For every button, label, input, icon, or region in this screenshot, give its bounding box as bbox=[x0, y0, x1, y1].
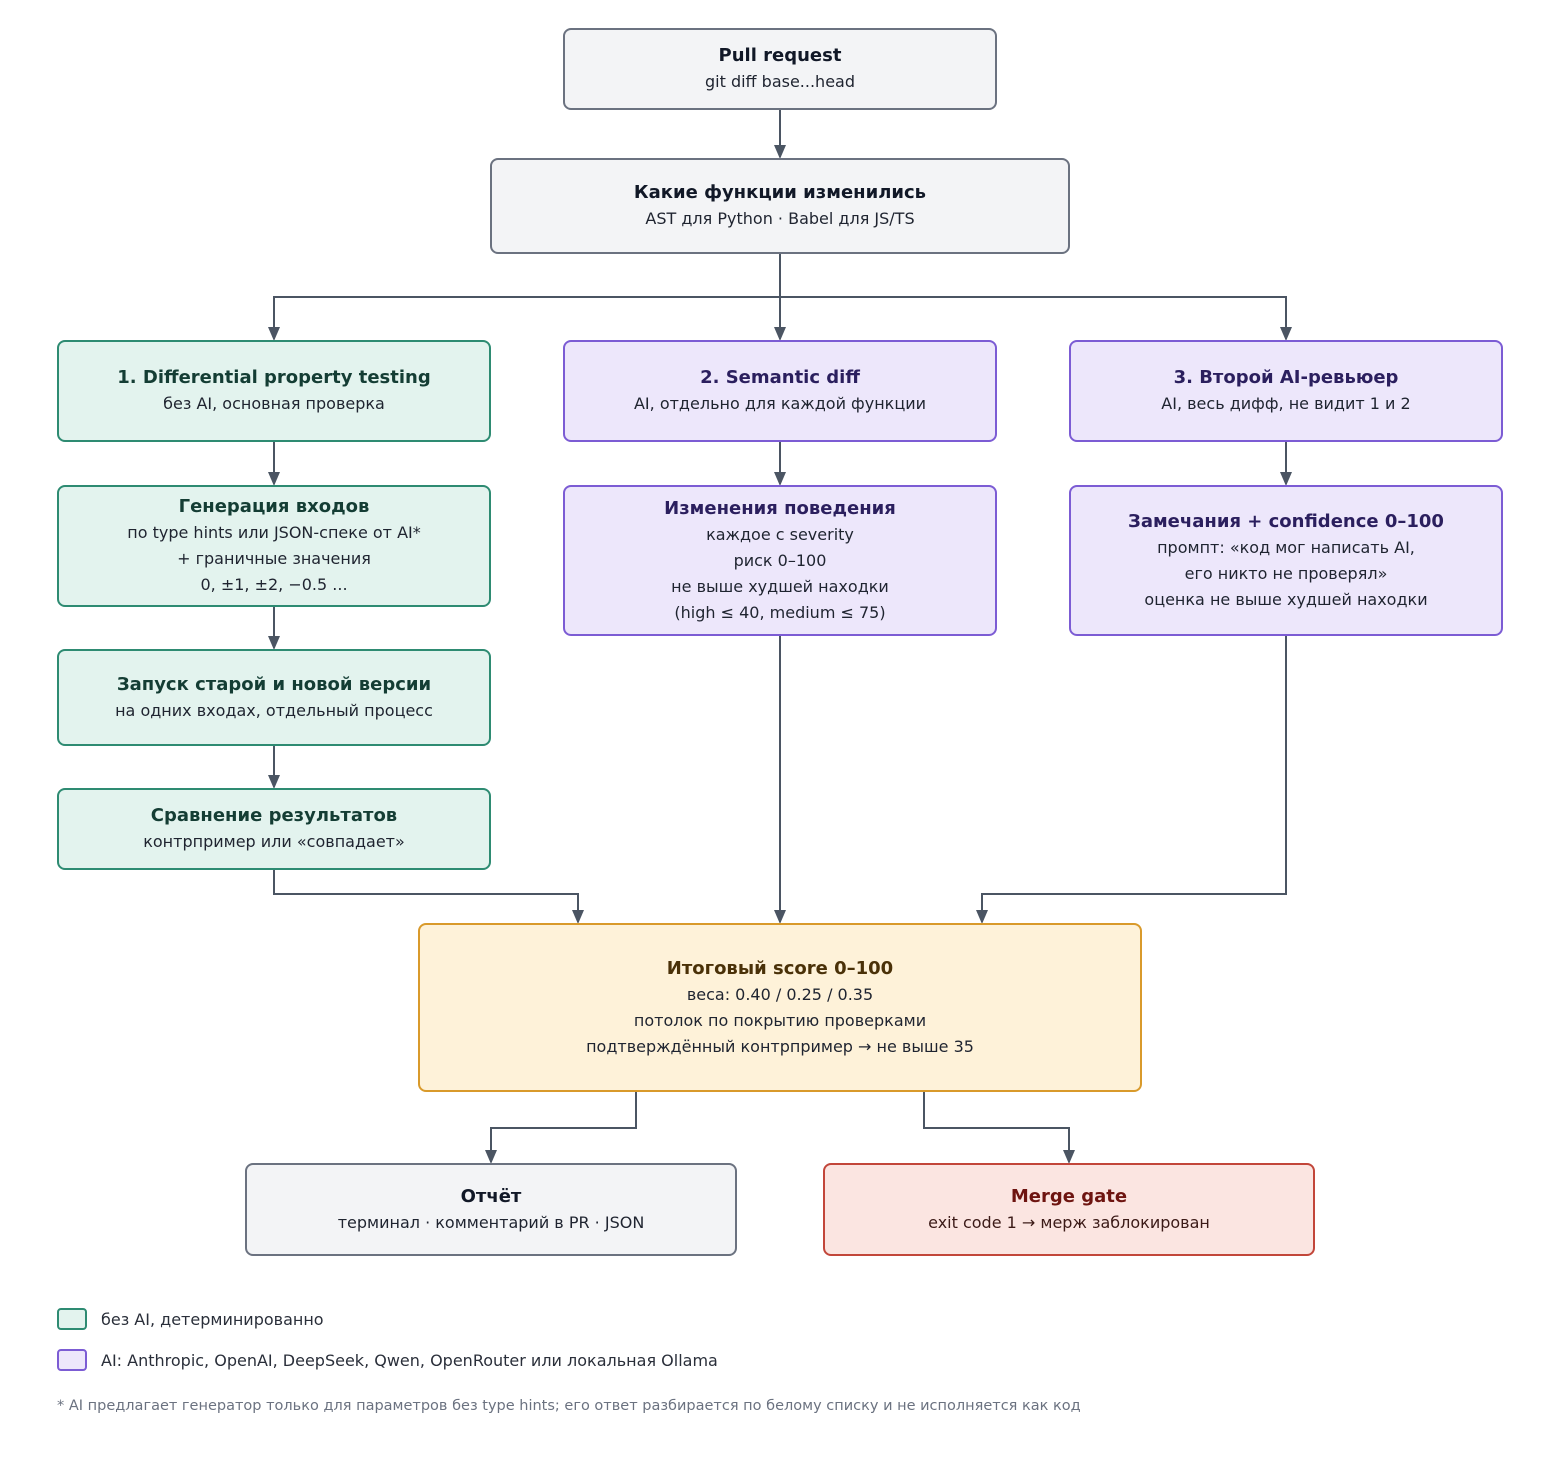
legend-ai-label: AI: Anthropic, OpenAI, DeepSeek, Qwen, O… bbox=[101, 1350, 718, 1370]
node-subtitle-line: + граничные значения bbox=[177, 549, 371, 568]
node-title: Pull request bbox=[718, 45, 842, 66]
node-subtitle-line: терминал · комментарий в PR · JSON bbox=[337, 1212, 645, 1232]
node-report: Отчёт терминал · комментарий в PR · JSON bbox=[245, 1163, 737, 1256]
edge-funcs-to-reviewer bbox=[780, 296, 1292, 341]
node-title: Какие функции изменились bbox=[633, 182, 927, 203]
node-subtitle-line: по type hints или JSON-спеке от AI* bbox=[127, 523, 421, 542]
node-title: Сравнение результатов bbox=[150, 805, 398, 826]
node-title: Итоговый score 0–100 bbox=[666, 957, 894, 979]
edge-compare-to-score bbox=[273, 870, 584, 924]
node-subtitle-line: его никто не проверял» bbox=[1184, 563, 1388, 583]
node-title: Отчёт bbox=[460, 1185, 522, 1207]
legend-deterministic: без AI, детерминированно bbox=[57, 1308, 324, 1330]
legend-deterministic-label: без AI, детерминированно bbox=[101, 1309, 324, 1329]
node-subtitle-line: потолок по покрытию проверками bbox=[633, 1010, 927, 1030]
node-title: Запуск старой и новой версии bbox=[116, 673, 432, 695]
node-pull-request: Pull request git diff base...head bbox=[563, 28, 997, 110]
node-run-versions: Запуск старой и новой версии на одних вх… bbox=[57, 649, 491, 746]
node-changed-functions: Какие функции изменились AST для Python … bbox=[490, 158, 1070, 254]
edge-score-to-report bbox=[485, 1092, 637, 1164]
legend-ai: AI: Anthropic, OpenAI, DeepSeek, Qwen, O… bbox=[57, 1349, 718, 1371]
node-merge-gate: Merge gate exit code 1 → мерж заблокиров… bbox=[823, 1163, 1315, 1256]
node-title: Merge gate bbox=[1010, 1185, 1128, 1207]
node-subtitle-line: не выше худшей находки bbox=[671, 576, 889, 596]
node-subtitle-line: AI, отдельно для каждой функции bbox=[633, 394, 927, 413]
node-title: Изменения поведения bbox=[664, 497, 896, 519]
node-subtitle-line: 0, ±1, ±2, −0.5 ... bbox=[200, 575, 348, 594]
node-subtitle-line: веса: 0.40 / 0.25 / 0.35 bbox=[686, 984, 874, 1004]
node-subtitle-line: AI, весь дифф, не видит 1 и 2 bbox=[1161, 394, 1411, 413]
node-subtitle-line: подтверждённый контрпример → не выше 35 bbox=[586, 1036, 974, 1056]
node-subtitle-line: git diff base...head bbox=[704, 72, 855, 91]
node-subtitle-line: каждое с severity bbox=[706, 524, 854, 544]
node-subtitle-line: контрпример или «совпадает» bbox=[143, 832, 405, 851]
node-semantic-diff: 2. Semantic diff AI, отдельно для каждой… bbox=[563, 340, 997, 442]
footnote: * AI предлагает генератор только для пар… bbox=[57, 1398, 1081, 1414]
node-subtitle-line: риск 0–100 bbox=[733, 550, 827, 570]
legend-swatch-green bbox=[57, 1308, 87, 1330]
node-subtitle-line: (high ≤ 40, medium ≤ 75) bbox=[674, 602, 886, 622]
legend-swatch-purple bbox=[57, 1349, 87, 1371]
node-differential-property-testing: 1. Differential property testing без AI,… bbox=[57, 340, 491, 442]
node-remarks-confidence: Замечания + confidence 0–100 промпт: «ко… bbox=[1069, 485, 1503, 636]
edge-score-to-gate bbox=[923, 1092, 1075, 1164]
node-subtitle-line: промпт: «код мог написать AI, bbox=[1157, 537, 1415, 557]
node-subtitle-line: оценка не выше худшей находки bbox=[1144, 589, 1428, 609]
node-title: Генерация входов bbox=[178, 496, 370, 517]
node-compare-results: Сравнение результатов контрпример или «с… bbox=[57, 788, 491, 870]
node-input-generation: Генерация входов по type hints или JSON-… bbox=[57, 485, 491, 607]
node-title: Замечания + confidence 0–100 bbox=[1128, 510, 1444, 532]
node-subtitle-line: exit code 1 → мерж заблокирован bbox=[928, 1212, 1210, 1232]
node-subtitle-line: без AI, основная проверка bbox=[163, 394, 385, 413]
node-subtitle-line: AST для Python · Babel для JS/TS bbox=[645, 209, 915, 228]
node-title: 2. Semantic diff bbox=[700, 367, 860, 388]
node-final-score: Итоговый score 0–100 веса: 0.40 / 0.25 /… bbox=[418, 923, 1142, 1092]
node-subtitle-line: на одних входах, отдельный процесс bbox=[115, 700, 433, 720]
edge-funcs-to-dpt bbox=[268, 254, 781, 341]
node-behavior-changes: Изменения поведения каждое с severity рис… bbox=[563, 485, 997, 636]
node-title: 1. Differential property testing bbox=[117, 367, 431, 388]
node-title: 3. Второй AI-ревьюер bbox=[1173, 367, 1399, 388]
node-second-ai-reviewer: 3. Второй AI-ревьюер AI, весь дифф, не в… bbox=[1069, 340, 1503, 442]
edge-remarks-to-score bbox=[976, 636, 1287, 924]
